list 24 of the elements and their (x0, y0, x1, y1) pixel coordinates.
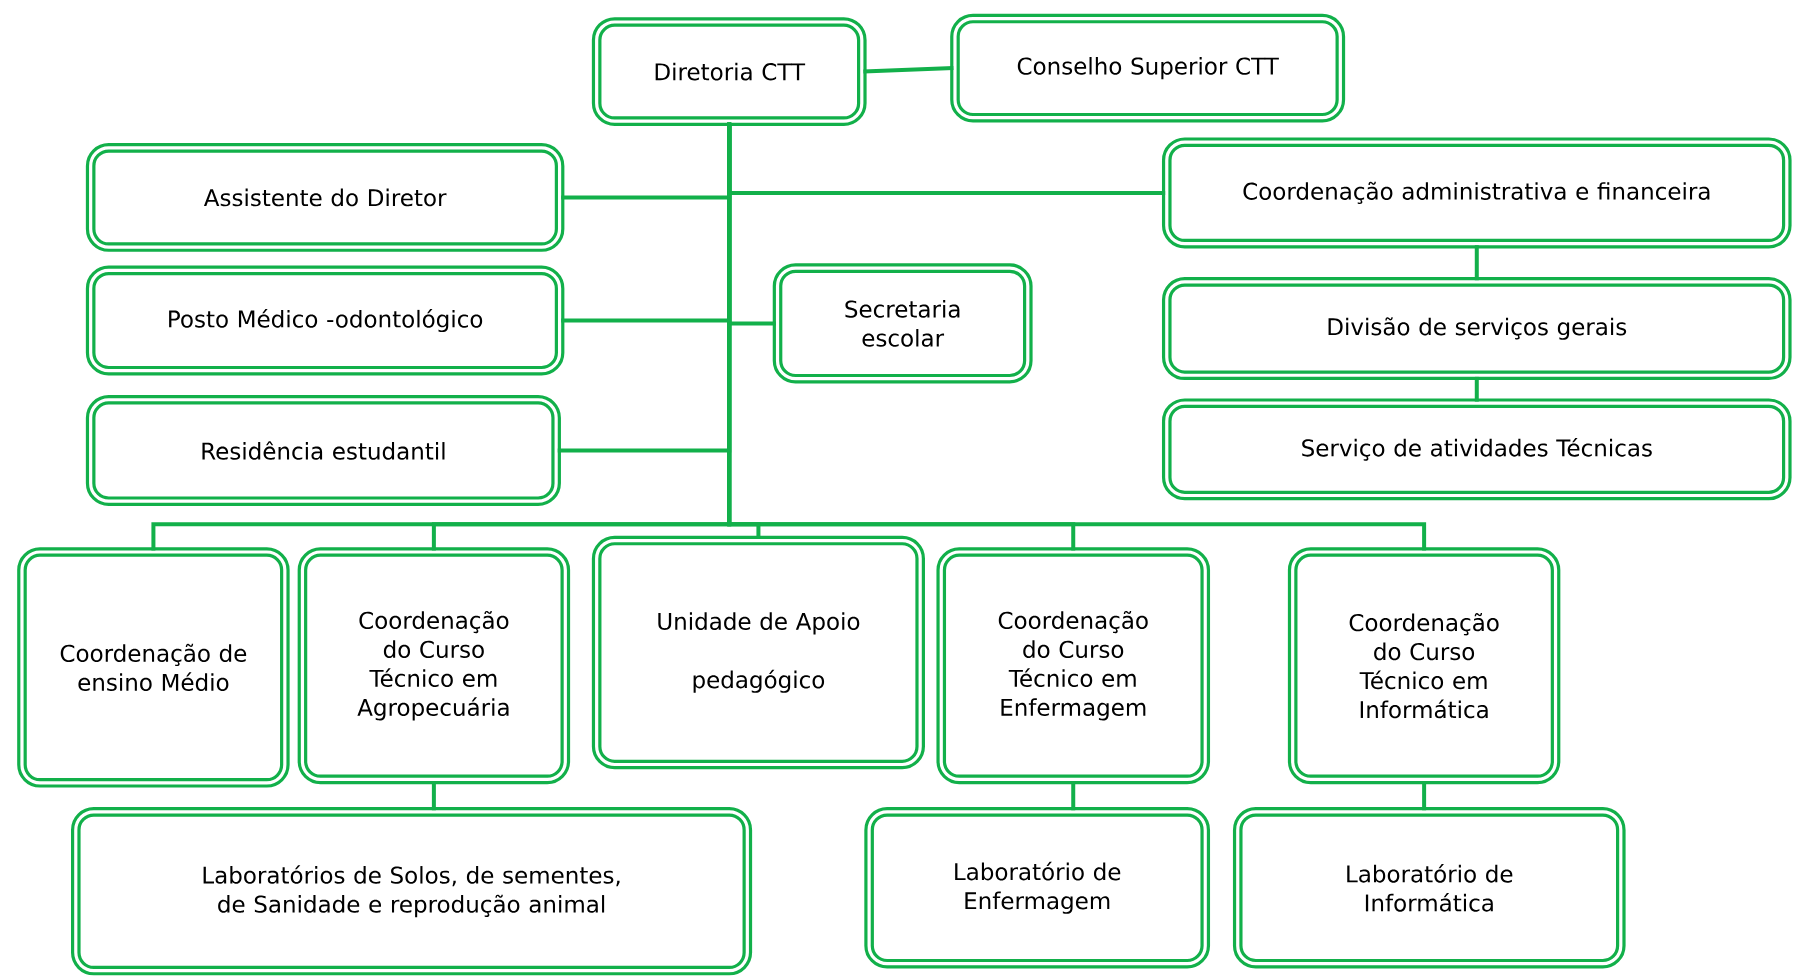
connector-line (1422, 781, 1427, 811)
org-box: Conselho Superior CTT (950, 13, 1346, 123)
connector-line (1474, 377, 1479, 402)
org-box: Residência estudantil (85, 395, 561, 507)
connector-line (1474, 245, 1479, 281)
org-box: Divisão de serviços gerais (1161, 277, 1792, 381)
org-box: Laboratório de Informática (1232, 807, 1626, 969)
org-box: Laboratório de Enfermagem (864, 807, 1211, 969)
connector-line (863, 66, 954, 74)
org-box: Coordenação do Curso Técnico em Enfermagem (936, 547, 1211, 785)
connector-line (431, 781, 436, 811)
org-box: Diretoria CTT (591, 17, 867, 127)
org-box: Unidade de Apoio pedagógico (591, 535, 925, 770)
org-box: Laboratórios de Solos, de sementes, de Sanidade e reprodução animal (71, 807, 753, 976)
org-box: Coordenação do Curso Técnico em Informática (1287, 547, 1561, 785)
org-box: Secretaria escolar (772, 263, 1033, 384)
org-box: Posto Médico -odontológico (85, 265, 565, 376)
org-box: Serviço de atividades Técnicas (1161, 398, 1792, 501)
connector-line (1071, 781, 1076, 811)
connector-line (727, 122, 1427, 551)
org-box: Coordenação de ensino Médio (17, 547, 290, 788)
org-box: Coordenação do Curso Técnico em Agropecuária (297, 547, 571, 785)
org-box: Assistente do Diretor (85, 143, 565, 253)
org-box: Coordenação administrativa e financeira (1161, 137, 1792, 249)
